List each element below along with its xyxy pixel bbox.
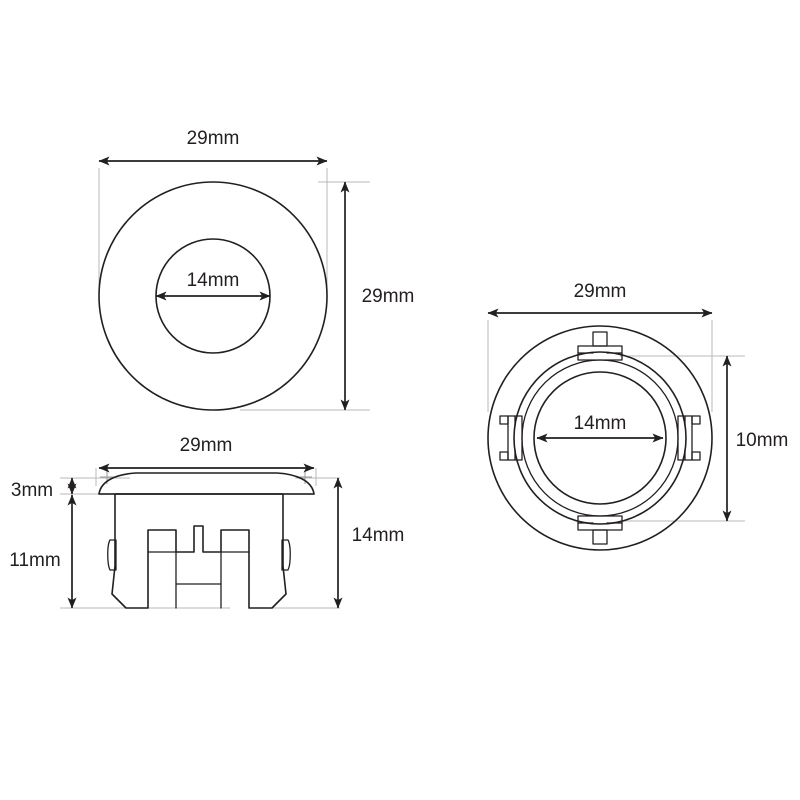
side-head-profile (98, 472, 315, 495)
side-body-height-label: 11mm (9, 550, 60, 571)
rear-view: 29mm 14mm 10mm (487, 281, 789, 551)
side-view-extension-lines (60, 468, 340, 609)
rear-tab-bottom (577, 515, 623, 545)
rear-tab-top (577, 331, 623, 361)
rear-height-label: 10mm (736, 430, 789, 451)
rear-outer-circle (487, 325, 713, 551)
rear-body-outer-circle (513, 351, 687, 525)
side-body-profile (111, 493, 287, 609)
rear-bore-label: 14mm (574, 413, 627, 434)
front-bore-label: 14mm (187, 270, 240, 291)
side-right-barb (281, 539, 291, 571)
front-outer-circle (98, 181, 328, 411)
side-view-center-marks (100, 470, 312, 484)
rear-bore-circle (533, 371, 667, 505)
rear-tab-left (499, 415, 523, 461)
rear-tab-right (677, 415, 701, 461)
front-height-label: 29mm (362, 286, 415, 307)
side-section-view: 29mm 3mm 11mm 14mm (9, 435, 405, 609)
front-width-label: 29mm (187, 128, 240, 149)
side-width-label: 29mm (180, 435, 233, 456)
side-total-height-label: 14mm (352, 525, 405, 546)
rear-width-label: 29mm (574, 281, 627, 302)
front-view: 29mm 14mm 29mm (98, 128, 415, 411)
side-head-height-label: 3mm (11, 480, 53, 501)
side-left-barb (107, 539, 117, 571)
side-leg-details (147, 551, 250, 609)
